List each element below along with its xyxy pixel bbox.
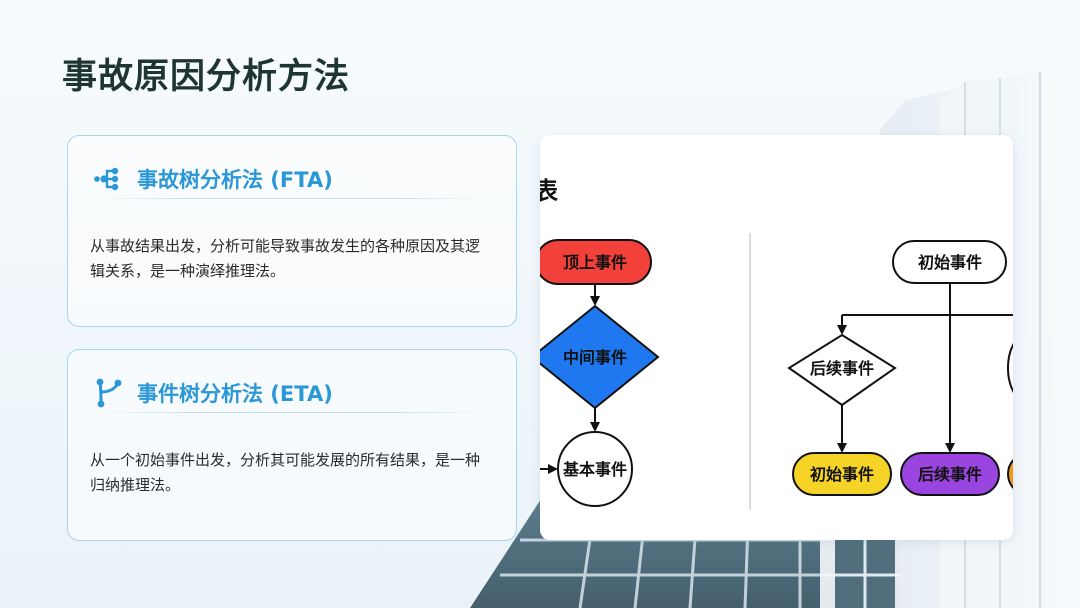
outcome-2-label: 后续事件 <box>918 465 982 484</box>
eta-card-description: 从一个初始事件出发，分析其可能发展的所有结果，是一种归纳推理法。 <box>90 451 481 494</box>
page-title: 事故原因分析方法 <box>62 57 351 97</box>
diagram-heading-fragment: 表 <box>540 177 559 205</box>
eta-diagram: 初始事件 后续事件 初始事件 后续事件 <box>787 240 1013 496</box>
eta-card: 事件树分析法 (ETA) 从一个初始事件出发，分析其可能发展的所有结果，是一种归… <box>67 349 517 541</box>
fta-card-description: 从事故结果出发，分析可能导致事故发生的各种原因及其逻辑关系，是一种演绎推理法。 <box>90 237 481 280</box>
outcome-2-node <box>900 452 1000 496</box>
eta-partial-node <box>1007 343 1013 393</box>
subsequent-event-label: 后续事件 <box>810 359 874 378</box>
fork-branch-icon <box>93 377 125 409</box>
outcome-1-node <box>792 452 892 496</box>
fta-eta-diagram: 表 顶上事件 中间事件 基本事件 初始事件 后续事件 <box>540 135 1013 540</box>
tree-branch-icon <box>93 163 125 195</box>
eta-card-header: 事件树分析法 (ETA) <box>93 375 491 411</box>
intermediate-event-label: 中间事件 <box>563 348 627 367</box>
initial-event-label: 初始事件 <box>918 253 982 272</box>
fta-card-divider <box>93 198 491 199</box>
fta-card-title: 事故树分析法 (FTA) <box>137 168 333 192</box>
basic-event-label: 基本事件 <box>562 460 627 479</box>
outcome-1-label: 初始事件 <box>810 465 874 484</box>
fta-card: 事故树分析法 (FTA) 从事故结果出发，分析可能导致事故发生的各种原因及其逻辑… <box>67 135 517 327</box>
diagram-canvas: 表 顶上事件 中间事件 基本事件 初始事件 后续事件 <box>540 177 1013 510</box>
basic-event-node <box>557 431 633 507</box>
fta-diagram: 顶上事件 中间事件 基本事件 <box>540 239 660 507</box>
eta-card-divider <box>93 412 491 413</box>
fta-card-header: 事故树分析法 (FTA) <box>93 161 491 197</box>
eta-card-title: 事件树分析法 (ETA) <box>137 382 333 406</box>
top-event-node <box>540 239 652 285</box>
outcome-3-node <box>1007 458 1013 490</box>
top-event-label: 顶上事件 <box>563 253 627 272</box>
